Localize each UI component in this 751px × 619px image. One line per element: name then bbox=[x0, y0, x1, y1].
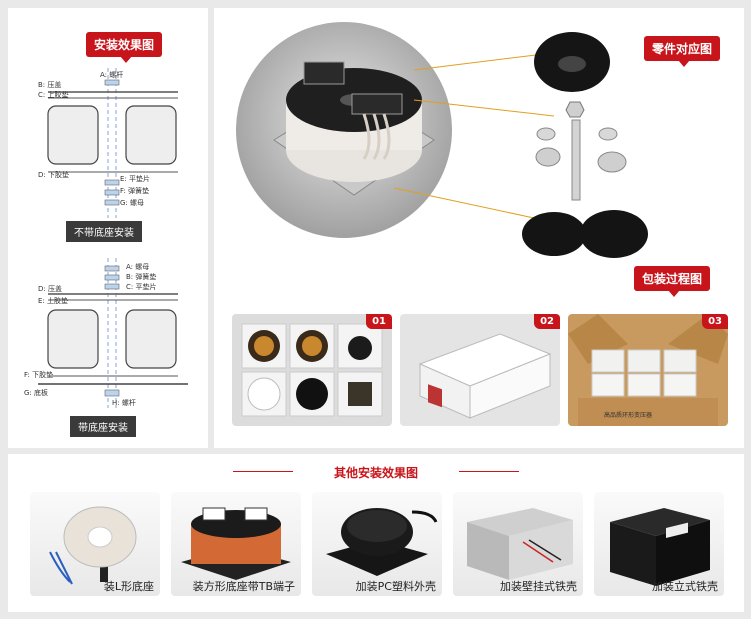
caption-no-base: 不带底座安装 bbox=[66, 221, 142, 242]
parts-correspondence-tag: 零件对应图 bbox=[644, 36, 721, 67]
packed-cartons-image bbox=[568, 314, 728, 426]
parts-packaging-panel: 零件对应图 包装过程图 01 02 bbox=[214, 8, 744, 448]
box-print-text: 高品质环形变压器 bbox=[604, 412, 653, 419]
caption-vertical-case: 加装立式铁壳 bbox=[652, 580, 718, 593]
caption-l-base: 装L形底座 bbox=[103, 580, 154, 593]
product-l-base: 装L形底座 bbox=[30, 492, 160, 596]
install-effect-tag: 安装效果图 bbox=[86, 32, 163, 63]
product-pc-plastic-case: 加装PC塑料外壳 bbox=[312, 492, 442, 596]
square-base-tb-image bbox=[181, 507, 291, 580]
label-b-spring-washer: B: 弹簧垫 bbox=[126, 273, 157, 281]
other-install-panel: 其他安装效果图 装L形底座 装方形底座带TB端子 加装PC塑料外壳 bbox=[8, 454, 744, 612]
label-a-nut: A: 螺母 bbox=[126, 263, 150, 271]
pc-plastic-case-image bbox=[326, 508, 438, 576]
photo-number-03: 03 bbox=[702, 314, 728, 329]
title-rule-left bbox=[233, 471, 293, 472]
packaging-process-tag: 包装过程图 bbox=[634, 266, 711, 297]
label-f-spring-washer: F: 弹簧垫 bbox=[120, 187, 150, 195]
pointer-lines bbox=[393, 53, 555, 219]
label-g-nut: G: 螺母 bbox=[120, 199, 145, 207]
photo-number-02: 02 bbox=[534, 314, 560, 329]
other-install-title: 其他安装效果图 bbox=[333, 466, 418, 480]
packaging-photo-1: 01 bbox=[232, 314, 392, 426]
label-d-cover: D: 压盖 bbox=[38, 285, 62, 293]
caption-pc-plastic-case: 加装PC塑料外壳 bbox=[355, 580, 436, 593]
label-d-lower-pad: D: 下胶垫 bbox=[38, 171, 69, 179]
install-diagram-panel: 安装效果图 A: 螺杆 B: 压盖 C: 上胶垫 D: 下胶垫 E: 平垫片 F… bbox=[8, 8, 208, 448]
label-e-upper-pad: E: 上胶垫 bbox=[38, 297, 69, 305]
transformer-photo bbox=[236, 22, 452, 238]
l-base-transformer-image bbox=[49, 506, 137, 585]
packaging-photo-3: 高品质环形变压器 03 bbox=[568, 314, 728, 426]
caption-wall-mount-case: 加装壁挂式铁壳 bbox=[500, 580, 577, 593]
label-b-cover: B: 压盖 bbox=[38, 81, 62, 89]
label-a-bolt: A: 螺杆 bbox=[100, 71, 124, 79]
packaging-photo-2: 02 bbox=[400, 314, 560, 426]
install-diagram-no-base bbox=[47, 68, 178, 218]
photo-number-01: 01 bbox=[366, 314, 392, 329]
sealed-box-image bbox=[418, 333, 552, 419]
label-f-lower-pad: F: 下胶垫 bbox=[24, 371, 54, 379]
parts-exploded-view bbox=[522, 32, 648, 258]
foam-inserts-image bbox=[241, 323, 383, 417]
caption-square-base-tb: 装方形底座带TB端子 bbox=[192, 580, 295, 593]
product-square-base-tb: 装方形底座带TB端子 bbox=[171, 492, 301, 596]
product-wall-mount-case: 加装壁挂式铁壳 bbox=[453, 492, 583, 596]
label-c-flat-washer: C: 平垫片 bbox=[126, 283, 157, 291]
label-h-bolt: H: 螺杆 bbox=[112, 399, 136, 407]
product-vertical-case: 加装立式铁壳 bbox=[594, 492, 724, 596]
wall-mount-case-image bbox=[467, 508, 573, 580]
title-rule-right bbox=[459, 471, 519, 472]
install-diagram-with-base bbox=[38, 258, 188, 408]
label-c-upper-pad: C: 上胶垫 bbox=[38, 91, 69, 99]
label-g-base-plate: G: 底板 bbox=[24, 389, 49, 397]
caption-with-base: 带底座安装 bbox=[70, 416, 136, 437]
vertical-case-image bbox=[610, 508, 710, 586]
label-e-flat-washer: E: 平垫片 bbox=[120, 175, 151, 183]
